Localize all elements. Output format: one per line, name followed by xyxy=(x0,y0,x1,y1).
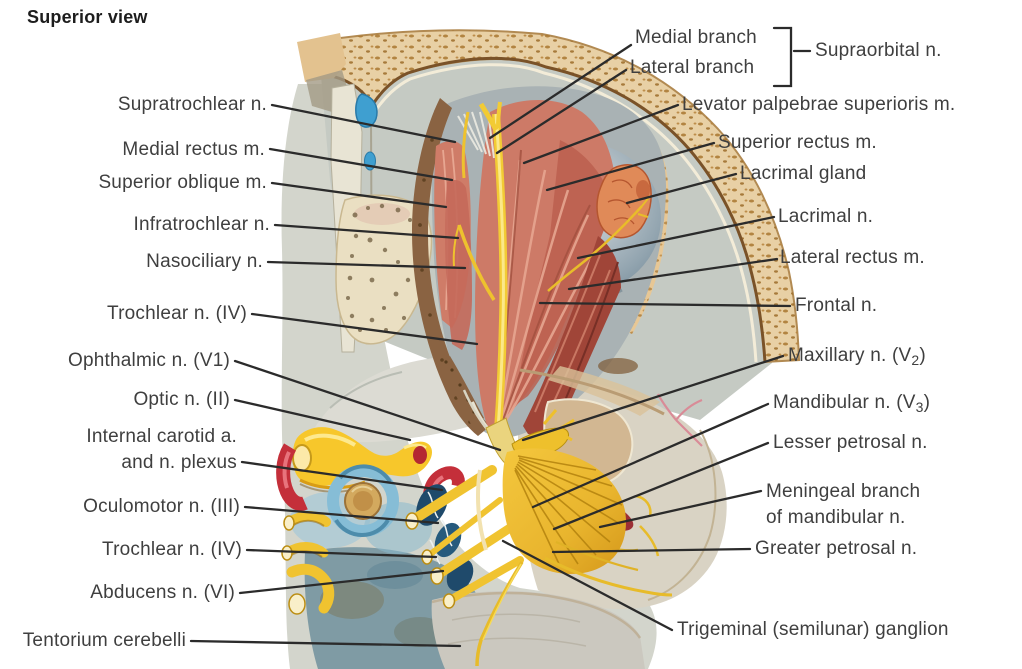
leader-internal-carotid xyxy=(240,460,444,492)
label-lateral-branch: Lateral branch xyxy=(630,57,755,78)
leader-ophthalmic-v1 xyxy=(233,359,502,452)
leader-medial-branch xyxy=(488,43,633,140)
midline-structures xyxy=(330,83,433,353)
label-mandibular-n-v3: Mandibular n. (V3) xyxy=(773,392,931,415)
leader-meningeal-branch xyxy=(598,489,763,529)
lacrimal-gland-shape xyxy=(596,164,652,239)
pituitary-ring xyxy=(327,465,399,537)
label-nasociliary-n: Nasociliary n. xyxy=(146,251,263,272)
leader-superior-oblique xyxy=(270,181,448,209)
label-levator-palpebrae: Levator palpebrae superioris m. xyxy=(682,94,956,115)
label-supratrochlear-n: Supratrochlear n. xyxy=(117,94,267,115)
label-lateral-rectus-m: Lateral rectus m. xyxy=(780,247,925,268)
leader-nasociliary xyxy=(266,260,467,270)
label-superior-oblique-m: Superior oblique m. xyxy=(98,172,267,193)
label-medial-rectus-m: Medial rectus m. xyxy=(122,139,265,160)
label-trochlear-n-iv-upper: Trochlear n. (IV) xyxy=(107,303,247,324)
leader-supratrochlear xyxy=(270,103,457,144)
leader-infratrochlear xyxy=(273,223,460,240)
label-lesser-petrosal-n: Lesser petrosal n. xyxy=(773,432,928,453)
leader-lesser-petrosal xyxy=(552,441,770,531)
leader-mandibular-v3 xyxy=(531,402,770,509)
label-superior-rectus-m: Superior rectus m. xyxy=(718,132,877,153)
label-trochlear-n-iv-lower: Trochlear n. (IV) xyxy=(102,539,242,560)
label-medial-branch: Medial branch xyxy=(635,27,757,48)
label-ophthalmic-n-v1: Ophthalmic n. (V1) xyxy=(68,350,230,371)
leader-superior-rectus xyxy=(545,141,716,192)
leader-trigeminal-ganglion xyxy=(501,539,674,632)
label-internal-carotid: Internal carotid a.and n. plexus xyxy=(86,426,237,473)
label-lacrimal-n: Lacrimal n. xyxy=(778,206,874,227)
leader-oculomotor-iii xyxy=(243,505,440,525)
supraorbital-bracket xyxy=(772,26,793,88)
superior-oblique-muscle xyxy=(445,180,472,350)
leader-optic-ii xyxy=(233,398,412,442)
leader-lines xyxy=(189,26,812,648)
leader-trochlear-iv-lower xyxy=(245,548,438,559)
label-supraorbital-n: Supraorbital n. xyxy=(815,40,942,61)
leader-medial-rectus xyxy=(268,147,454,182)
label-maxillary-n-v2: Maxillary n. (V2) xyxy=(788,345,926,368)
leader-maxillary-v2 xyxy=(521,354,785,442)
superior-sagittal-sinus xyxy=(355,93,378,128)
label-trigeminal-ganglion: Trigeminal (semilunar) ganglion xyxy=(677,619,949,640)
leader-trochlear-iv-upper xyxy=(250,312,479,346)
leader-abducens-vi xyxy=(238,569,445,595)
figure-title: Superior view xyxy=(27,7,148,27)
leader-greater-petrosal xyxy=(551,547,752,554)
leader-levator-palpebrae xyxy=(522,103,680,165)
label-frontal-n: Frontal n. xyxy=(795,295,878,316)
cranial-nerve-cords xyxy=(405,465,524,609)
leader-frontal-n xyxy=(538,301,792,308)
leader-lacrimal-n xyxy=(576,215,776,260)
leader-tentorium-cerebelli xyxy=(189,639,462,648)
label-abducens-n-vi: Abducens n. (VI) xyxy=(90,582,235,603)
label-infratrochlear-n: Infratrochlear n. xyxy=(133,214,270,235)
leader-lateral-rectus xyxy=(567,257,779,291)
label-greater-petrosal-n: Greater petrosal n. xyxy=(755,538,918,559)
label-tentorium-cerebelli: Tentorium cerebelli xyxy=(22,630,186,651)
orbital-nerves xyxy=(452,101,651,438)
leader-lacrimal-gland xyxy=(625,172,738,205)
label-optic-n-ii: Optic n. (II) xyxy=(133,389,230,410)
leader-lateral-branch xyxy=(495,68,628,155)
label-lacrimal-gland: Lacrimal gland xyxy=(740,163,867,184)
optic-chiasm xyxy=(292,427,432,493)
medial-orbital-margin xyxy=(412,98,490,436)
middle-cranial-fossa xyxy=(276,358,665,609)
sphenoid-nerve-stumps xyxy=(281,511,335,615)
label-oculomotor-n-iii: Oculomotor n. (III) xyxy=(83,496,240,517)
